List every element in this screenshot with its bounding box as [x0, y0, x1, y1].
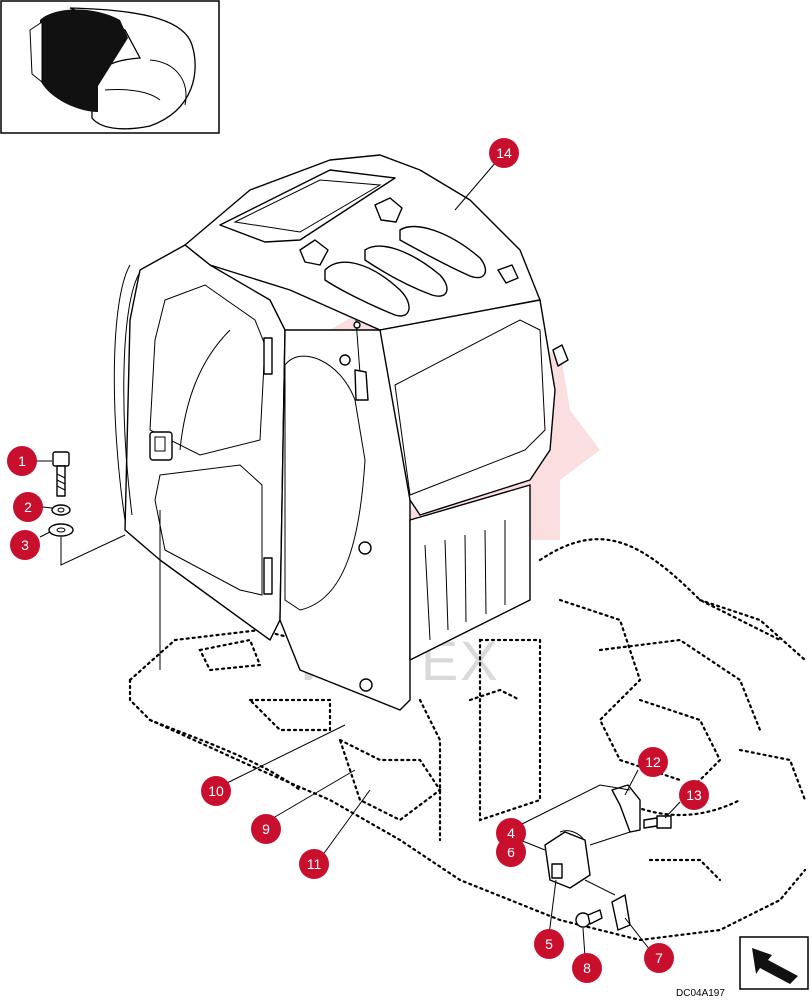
svg-text:8: 8 [583, 960, 591, 976]
callout-5: 5 [534, 929, 564, 959]
callout-10: 10 [201, 776, 231, 806]
callout-12: 12 [638, 747, 668, 777]
svg-text:14: 14 [496, 145, 512, 161]
hex-bolt-part [575, 909, 603, 928]
flat-washer-part [48, 523, 74, 537]
front-direction-arrow-icon [739, 936, 809, 990]
svg-text:7: 7 [655, 950, 663, 966]
operator-cab [113, 154, 569, 711]
excavator-cab-locator-icon [0, 0, 220, 134]
drawing-code: DC04A197 [676, 988, 725, 999]
callout-4: 4 [496, 818, 526, 848]
cap-bolt-part [643, 815, 672, 829]
callout-11: 11 [299, 849, 329, 879]
svg-text:3: 3 [21, 537, 29, 553]
callouts: 1 2 3 6 4 5 7 8 [7, 138, 709, 983]
damper-block-part [544, 830, 591, 889]
callout-3: 3 [10, 530, 40, 560]
svg-text:2: 2 [24, 499, 32, 515]
svg-text:13: 13 [686, 787, 702, 803]
callout-7: 7 [644, 943, 674, 973]
svg-text:6: 6 [507, 844, 515, 860]
svg-text:10: 10 [208, 783, 224, 799]
svg-text:11: 11 [307, 856, 322, 872]
callout-9: 9 [251, 814, 281, 844]
bolt-part [52, 451, 70, 497]
clip-bracket-part [611, 894, 631, 931]
spring-washer-part [51, 504, 71, 516]
mounting-bracket-part [611, 784, 641, 833]
svg-text:5: 5 [545, 936, 553, 952]
callout-2: 2 [13, 492, 43, 522]
callout-14: 14 [489, 138, 519, 168]
callout-13: 13 [679, 780, 709, 810]
callout-1: 1 [7, 446, 37, 476]
svg-text:1: 1 [18, 453, 26, 469]
svg-text:12: 12 [645, 754, 661, 770]
leader-lines [35, 154, 681, 958]
callout-8: 8 [572, 953, 602, 983]
svg-text:4: 4 [507, 825, 515, 841]
svg-text:9: 9 [262, 821, 270, 837]
